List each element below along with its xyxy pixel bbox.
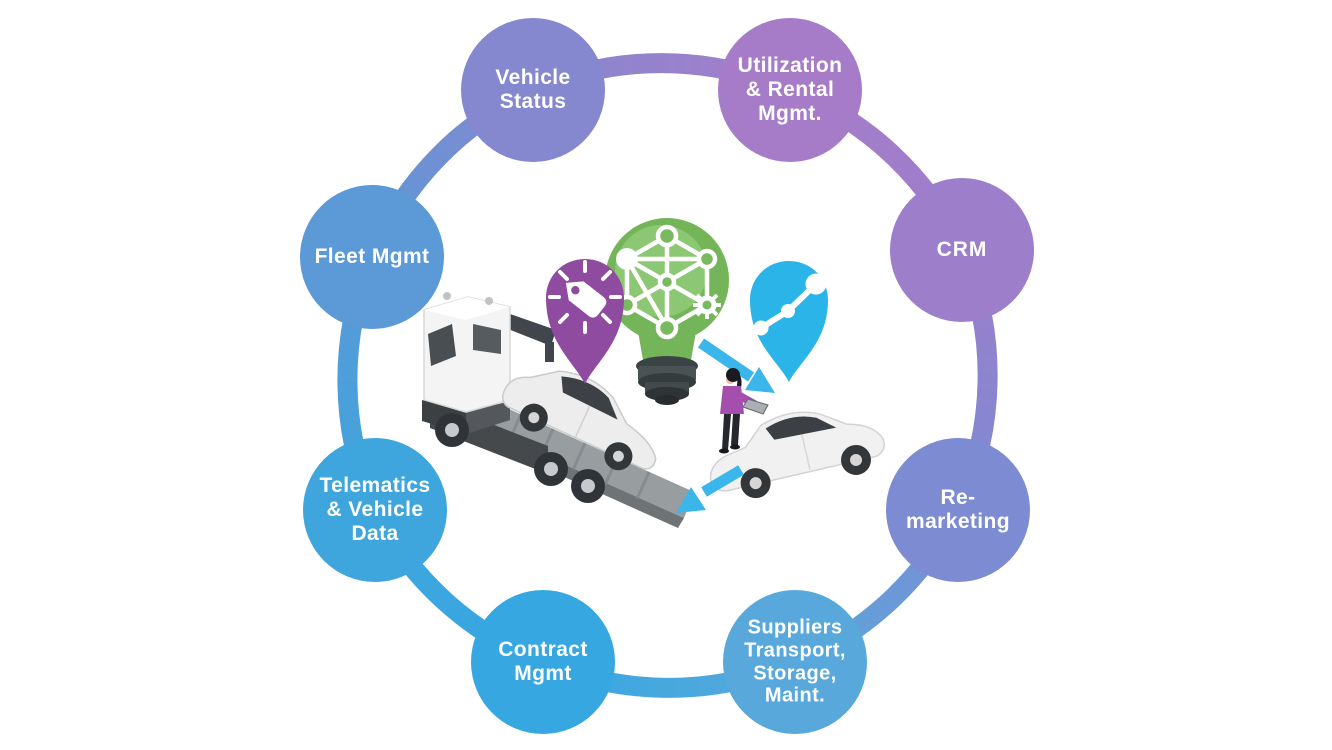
node-vehicle-status bbox=[461, 18, 605, 162]
carried-car-illustration bbox=[502, 370, 657, 471]
trend-chart-pin-icon bbox=[750, 261, 828, 382]
price-tag-pin-icon bbox=[546, 259, 624, 384]
person-hair bbox=[726, 368, 740, 382]
roof-beacon bbox=[443, 292, 451, 300]
cycle-nodes bbox=[300, 18, 1034, 734]
flatbed-ramp bbox=[452, 388, 694, 518]
idea-network-bulb-icon bbox=[605, 218, 729, 405]
crane-hook bbox=[545, 342, 554, 362]
person-leg bbox=[731, 414, 740, 445]
person-leg bbox=[722, 414, 731, 450]
arrow-to-car-icon bbox=[697, 338, 775, 393]
tablet bbox=[742, 398, 769, 415]
truck-bumper-side bbox=[466, 401, 510, 434]
person-jacket bbox=[720, 386, 744, 414]
person-with-tablet bbox=[719, 368, 769, 454]
carried-car-glass bbox=[561, 376, 618, 420]
node-telematics bbox=[303, 438, 447, 582]
roof-beacon bbox=[485, 297, 493, 305]
node-crm bbox=[890, 178, 1034, 322]
node-suppliers bbox=[723, 590, 867, 734]
sedan-glass bbox=[765, 416, 837, 440]
sedan-car-illustration bbox=[709, 411, 885, 499]
price-tag-icon bbox=[565, 281, 607, 318]
truck-side-window bbox=[473, 324, 501, 354]
gear-icon bbox=[693, 291, 721, 319]
tow-truck-illustration bbox=[422, 292, 694, 528]
sparkle-rays bbox=[548, 260, 622, 334]
node-contract-mgmt bbox=[471, 590, 615, 734]
node-fleet-mgmt bbox=[300, 185, 444, 329]
arrow-out-icon bbox=[676, 465, 744, 513]
truck-windshield bbox=[428, 324, 456, 366]
center-illustration bbox=[422, 218, 885, 528]
node-utilization-rental-mgmt bbox=[718, 18, 862, 162]
node-re-marketing bbox=[886, 438, 1030, 582]
